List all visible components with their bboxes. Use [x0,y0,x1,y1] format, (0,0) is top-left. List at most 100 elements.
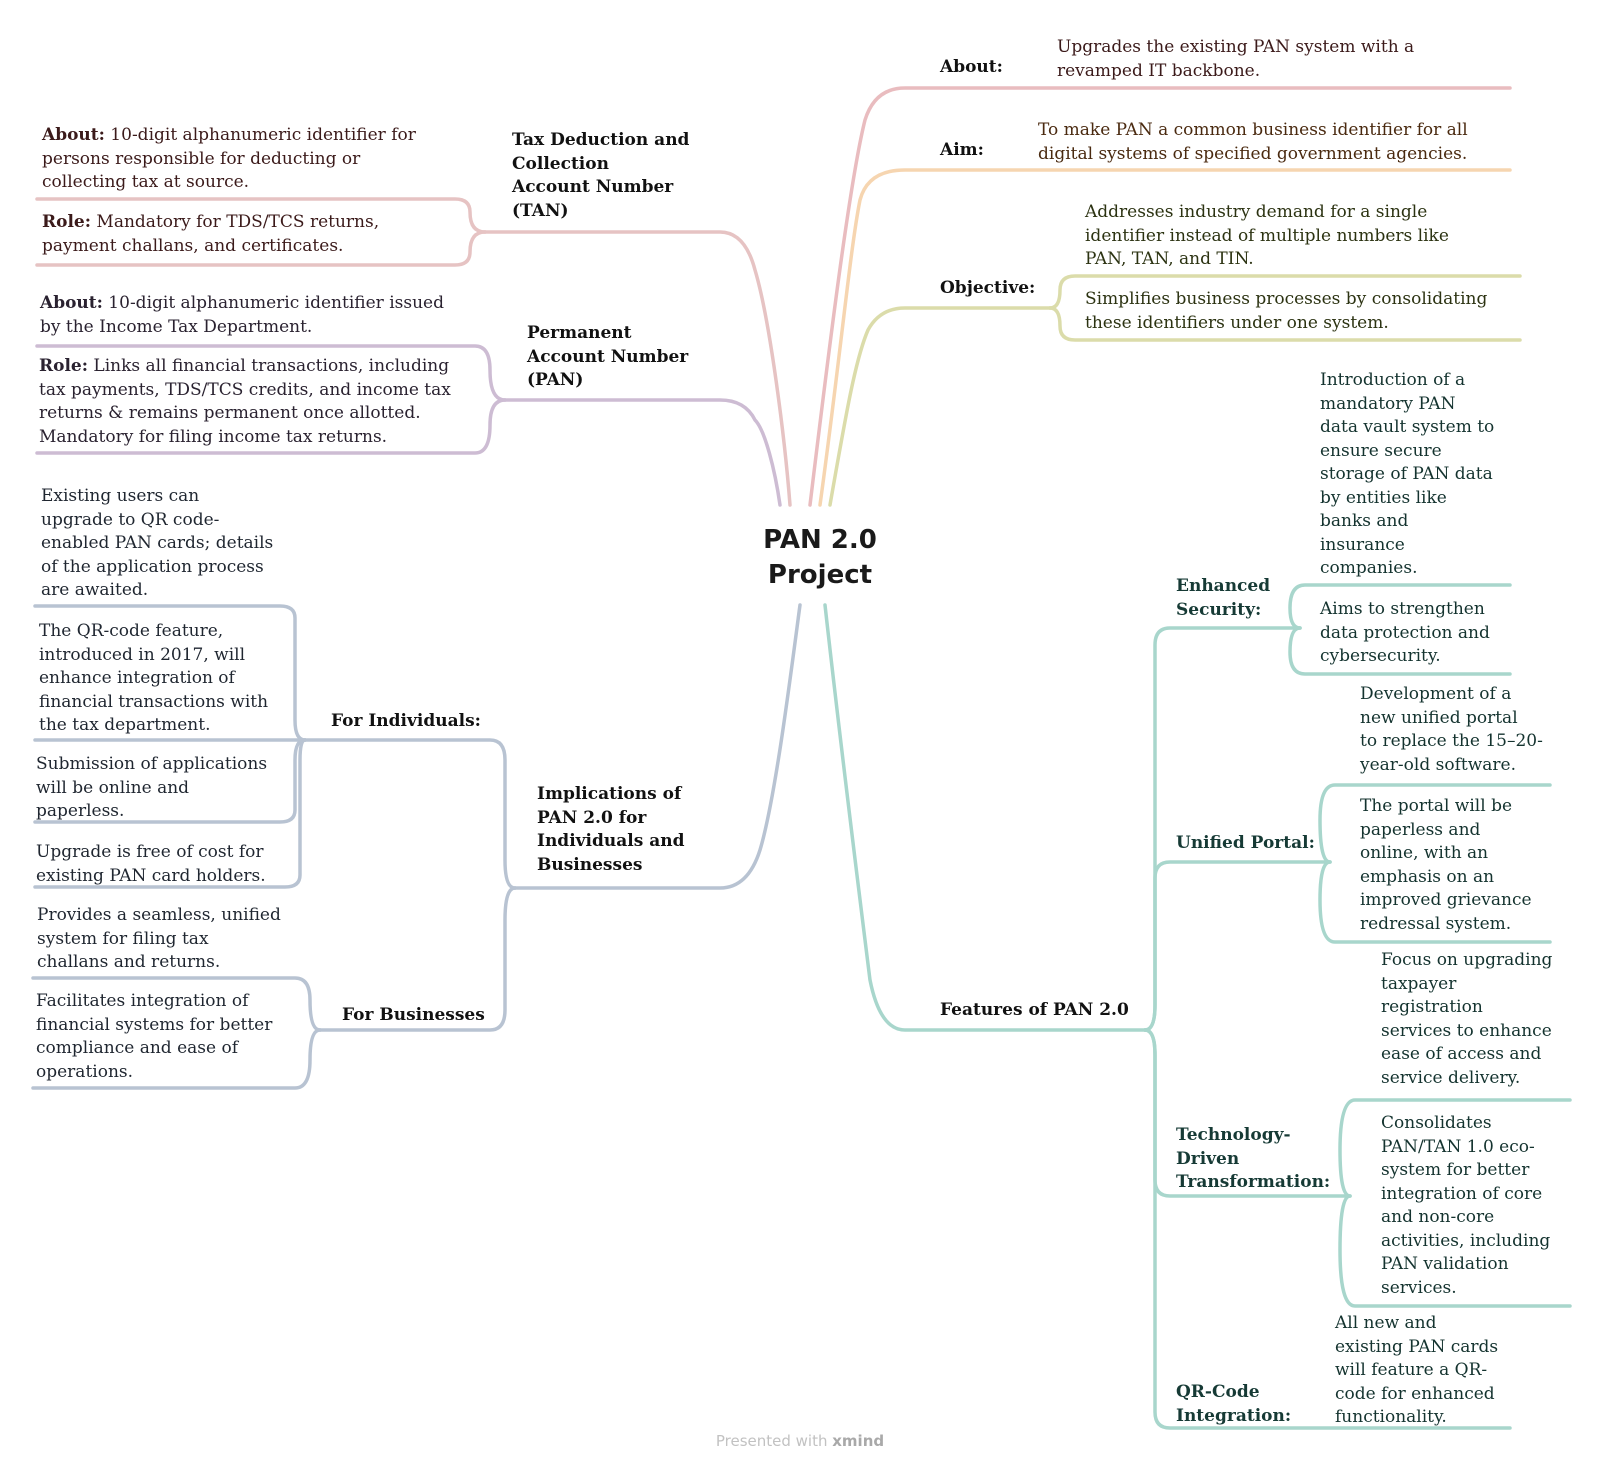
businesses-item-line: operations. [36,1061,134,1082]
security-connector [1143,626,1302,1032]
security-item-1-connector [1288,583,1512,630]
central-topic-line: Project [767,560,873,590]
security-item-line: data vault system to [1320,417,1495,437]
objective-topic[interactable]: Objective: [940,277,1035,301]
tan-role-connector [35,230,487,267]
objective-item-1-connector [1048,274,1522,310]
security-item-line: cybersecurity. [1320,646,1441,666]
portal-item-line: to replace the 15–20- [1360,731,1543,751]
tan-role-line: payment challans, and certificates. [42,235,344,256]
individuals-item[interactable]: Upgrade is free of cost for existing PAN… [36,841,266,888]
about-line: Upgrades the existing PAN system with a [1057,37,1415,57]
pan-about-text[interactable]: About: 10-digit alphanumeric identifier … [40,292,444,339]
security-label-line: Enhanced [1176,576,1271,596]
central-topic[interactable]: PAN 2.0 Project [730,523,910,593]
individuals-item-line: Submission of applications [36,754,268,774]
aim-label: Aim: [940,140,984,160]
businesses-item-line: Facilitates integration of [36,991,249,1011]
businesses-label: For Businesses [342,1005,485,1025]
portal-item-line: paperless and [1360,819,1481,840]
implications-topic[interactable]: Implications of PAN 2.0 for Individuals … [537,783,684,877]
implications-label-line: Implications of [537,784,682,804]
qr-item-line: code for enhanced [1335,1383,1495,1404]
pan-about-connector [35,344,507,402]
aim-connector [818,168,1512,507]
pan-label-line: Account Number [527,346,689,367]
businesses-topic[interactable]: For Businesses [342,1004,485,1028]
tan-about-text[interactable]: About: 10-digit alphanumeric identifier … [42,124,416,195]
qr-label-line: Integration: [1176,1405,1292,1426]
implications-label-line: PAN 2.0 for [537,807,647,828]
tech-item-line: PAN validation [1381,1254,1509,1274]
qr-item-line: All new and [1335,1313,1437,1333]
tan-about-line: 10-digit alphanumeric identifier for [104,125,416,145]
businesses-item-2-connector [31,1028,322,1090]
qr-item-line: functionality. [1335,1407,1447,1427]
individuals-item[interactable]: The QR-code feature, introduced in 2017,… [39,620,268,738]
aim-line: To make PAN a common business identifier… [1038,120,1468,140]
portal-item-line: year-old software. [1360,754,1516,775]
portal-item[interactable]: Development of a new unified portal to r… [1360,683,1543,777]
qr-item-line: will feature a QR- [1335,1360,1488,1380]
security-topic[interactable]: Enhanced Security: [1176,575,1270,622]
tech-label-line: Technology- [1176,1125,1291,1145]
pan-role-line: Links all financial transactions, includ… [88,356,450,376]
tan-label-line: Tax Deduction and [512,130,690,150]
security-item-line: banks and [1320,511,1409,531]
security-item-line: insurance [1320,534,1405,555]
security-item[interactable]: Aims to strengthen data protection and c… [1320,598,1490,669]
tech-topic[interactable]: Technology- Driven Transformation: [1176,1124,1330,1195]
individuals-item-line: enabled PAN cards; details [41,533,274,553]
about-text[interactable]: Upgrades the existing PAN system with a … [1057,36,1414,83]
individuals-item-line: are awaited. [41,580,149,600]
businesses-item[interactable]: Facilitates integration of financial sys… [36,990,272,1084]
about-topic[interactable]: About: [940,56,1003,80]
security-item-line: Aims to strengthen [1320,599,1485,619]
implications-label-line: Businesses [537,854,643,875]
aim-text[interactable]: To make PAN a common business identifier… [1038,119,1468,166]
security-item-2-connector [1288,626,1512,676]
pan-label-line: (PAN) [527,370,584,390]
security-item-line: Introduction of a [1320,370,1466,390]
portal-topic[interactable]: Unified Portal: [1176,832,1315,856]
security-item[interactable]: Introduction of a mandatory PAN data vau… [1320,369,1494,581]
tan-role-text[interactable]: Role: Mandatory for TDS/TCS returns, pay… [42,211,379,258]
individuals-item-line: Existing users can [41,486,200,506]
qr-topic[interactable]: QR-Code Integration: [1176,1381,1291,1428]
individuals-label: For Individuals: [331,711,481,731]
tech-item-line: Consolidates [1381,1113,1492,1133]
tech-item-line: taxpayer [1381,973,1457,994]
portal-item[interactable]: The portal will be paperless and online,… [1360,795,1532,936]
individuals-item[interactable]: Existing users can upgrade to QR code- e… [41,485,273,603]
portal-item-line: new unified portal [1360,707,1518,728]
pan-role-line: Mandatory for filing income tax returns. [39,426,388,447]
individuals-topic[interactable]: For Individuals: [331,710,481,734]
security-item-line: companies. [1320,558,1418,578]
businesses-item-line: Provides a seamless, unified [37,905,281,925]
aim-topic[interactable]: Aim: [940,139,984,163]
tan-topic[interactable]: Tax Deduction and Collection Account Num… [512,129,689,223]
tech-item[interactable]: Focus on upgrading taxpayer registration… [1381,949,1552,1090]
pan-role-text[interactable]: Role: Links all financial transactions, … [39,355,451,449]
qr-connector [1143,1028,1512,1430]
portal-item-line: online, with an [1360,843,1489,863]
tan-about-connector [35,197,487,234]
businesses-item[interactable]: Provides a seamless, unified system for … [37,904,281,975]
objective-item[interactable]: Simplifies business processes by consoli… [1085,288,1487,335]
individuals-item-3-connector [33,738,307,824]
tech-item[interactable]: Consolidates PAN/TAN 1.0 eco- system for… [1381,1112,1550,1300]
businesses-item-line: challans and returns. [37,952,221,972]
security-item-line: ensure secure [1320,440,1442,461]
individuals-item-2-connector [33,604,307,742]
features-topic[interactable]: Features of PAN 2.0 [940,999,1129,1023]
objective-item[interactable]: Addresses industry demand for a single i… [1085,201,1449,272]
pan-topic[interactable]: Permanent Account Number (PAN) [527,322,688,393]
individuals-item[interactable]: Submission of applications will be onlin… [36,753,267,824]
individuals-item-line: existing PAN card holders. [36,865,266,886]
pan-about-line: 10-digit alphanumeric identifier issued [102,293,444,313]
individuals-item-line: upgrade to QR code- [41,509,220,530]
businesses-item-1-connector [31,976,322,1032]
qr-item[interactable]: All new and existing PAN cards will feat… [1335,1312,1498,1430]
tech-item-line: system for better [1381,1160,1530,1180]
